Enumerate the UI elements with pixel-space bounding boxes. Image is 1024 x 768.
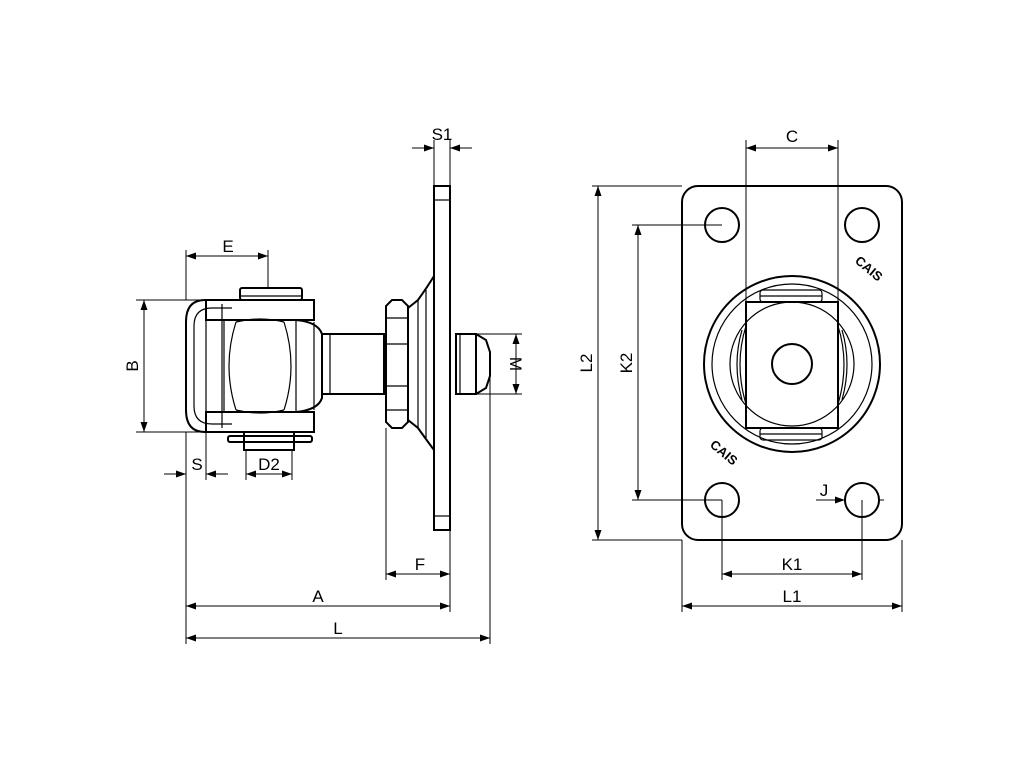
front-dimension-labels: C L2 K2 J K1 L1 <box>577 127 828 606</box>
label-a: A <box>312 587 324 606</box>
front-dimensions <box>592 140 903 612</box>
label-m: M <box>506 357 525 371</box>
side-view: S1 E B M S D2 F A L <box>123 125 525 644</box>
logo-top: CAIS <box>852 253 886 285</box>
mount-hole-top-right <box>844 207 880 243</box>
label-b: B <box>123 360 142 371</box>
side-dimensions <box>136 140 522 644</box>
label-l: L <box>333 619 342 638</box>
front-view: CAIS CAIS <box>577 127 903 612</box>
logo-bottom: CAIS <box>707 437 741 469</box>
logos: CAIS CAIS <box>707 253 886 469</box>
base-plate-edge <box>433 185 451 531</box>
label-l1: L1 <box>783 587 802 606</box>
hex-nut <box>385 299 409 429</box>
base-plate <box>681 185 903 541</box>
label-j: J <box>820 481 829 500</box>
label-s: S <box>191 455 202 474</box>
label-l2: L2 <box>577 354 596 373</box>
label-e: E <box>222 237 233 256</box>
label-d2: D2 <box>258 455 280 474</box>
label-f: F <box>415 555 425 574</box>
side-dimension-labels: S1 E B M S D2 F A L <box>123 125 525 638</box>
label-k1: K1 <box>782 555 803 574</box>
hinge-eye <box>185 287 323 451</box>
label-k2: K2 <box>617 353 636 374</box>
label-c: C <box>786 127 798 146</box>
conical-boss <box>407 272 435 454</box>
label-s1: S1 <box>432 125 453 144</box>
rotating-boss <box>703 275 881 453</box>
threaded-shank <box>321 333 491 395</box>
